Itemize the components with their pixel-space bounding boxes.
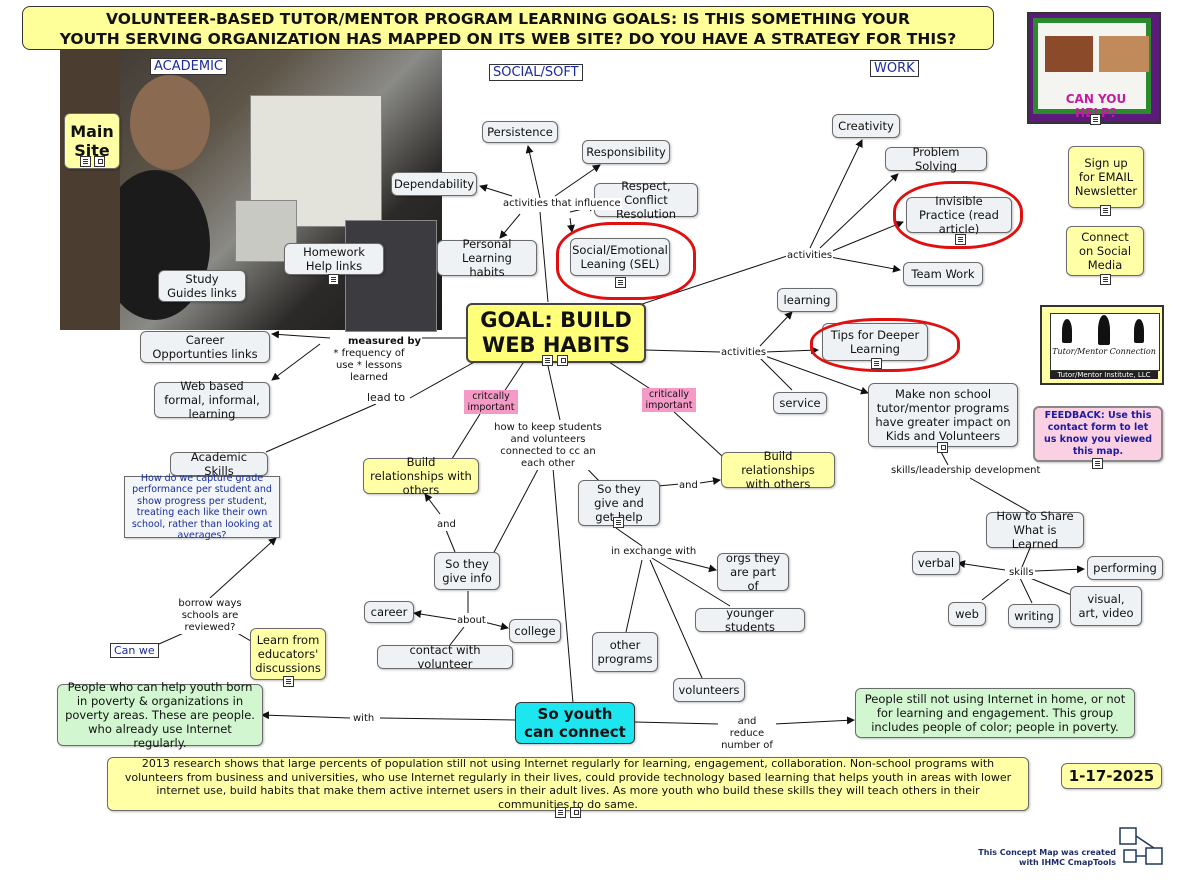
creativity-node[interactable]: Creativity bbox=[832, 114, 900, 138]
title-line-1: VOLUNTEER-BASED TUTOR/MENTOR PROGRAM LEA… bbox=[106, 10, 910, 28]
web-node[interactable]: web bbox=[948, 602, 986, 626]
academic-skills-node[interactable]: Academic Skills bbox=[170, 450, 268, 478]
document-icon[interactable] bbox=[328, 274, 339, 285]
section-social-soft: SOCIAL/SOFT bbox=[489, 64, 583, 81]
link-label-activities-learning: activities bbox=[720, 347, 768, 359]
link-label-borrow-ways: borrow ways schools are reviewed? bbox=[176, 598, 244, 634]
link-label-lead-to: lead to bbox=[366, 391, 407, 404]
document-icon[interactable] bbox=[542, 355, 553, 366]
so-youth-can-connect-node[interactable]: So youth can connect bbox=[515, 702, 635, 744]
performing-node[interactable]: performing bbox=[1087, 556, 1163, 580]
college-node[interactable]: college bbox=[509, 619, 561, 643]
younger-students-node[interactable]: younger students bbox=[695, 606, 805, 634]
red-highlight-sel bbox=[556, 222, 696, 300]
document-icon[interactable] bbox=[283, 676, 294, 687]
tutor-mentor-logo[interactable]: Tutor/Mentor Connection Tutor/Mentor Ins… bbox=[1040, 305, 1164, 385]
grade-performance-question: How do we capture grade performance per … bbox=[124, 473, 280, 541]
link-label-activities-influence: activities that influence bbox=[502, 198, 622, 210]
document-icon[interactable] bbox=[1092, 458, 1103, 469]
feedback-node[interactable]: FEEDBACK: Use this contact form to let u… bbox=[1033, 406, 1163, 462]
writing-node[interactable]: writing bbox=[1008, 604, 1060, 628]
document-icon[interactable] bbox=[615, 277, 626, 288]
date-badge: 1-17-2025 bbox=[1061, 763, 1162, 789]
main-site-node[interactable]: Main Site bbox=[64, 113, 120, 169]
make-non-school-node[interactable]: Make non school tutor/mentor programs ha… bbox=[868, 383, 1018, 447]
study-guides-node[interactable]: Study Guides links bbox=[158, 270, 246, 302]
link-label-skills-leadership: skills/leadership development bbox=[890, 465, 1042, 477]
link-label-and-reduce: and reduce number of bbox=[718, 716, 776, 752]
build-relationships-right-node[interactable]: Build relationships with others bbox=[721, 449, 835, 491]
link-label-and: and bbox=[678, 480, 699, 492]
concept-map-icon[interactable] bbox=[937, 442, 948, 453]
volunteers-node[interactable]: volunteers bbox=[673, 678, 745, 702]
visual-art-video-node[interactable]: visual, art, video bbox=[1070, 586, 1142, 626]
cmaptools-credit: This Concept Map was created with IHMC C… bbox=[978, 848, 1116, 867]
title-line-2: YOUTH SERVING ORGANIZATION HAS MAPPED ON… bbox=[59, 30, 957, 48]
learn-from-educators-node[interactable]: Learn from educators' discussions bbox=[250, 628, 326, 680]
document-icon[interactable] bbox=[1100, 274, 1111, 285]
personal-learning-habits-node[interactable]: Personal Learning habits bbox=[437, 237, 537, 279]
critically-important-right: critically important bbox=[642, 388, 696, 412]
map-title: VOLUNTEER-BASED TUTOR/MENTOR PROGRAM LEA… bbox=[22, 6, 994, 50]
link-label-measured-by: measured by bbox=[347, 336, 423, 348]
can-we-node[interactable]: Can we bbox=[110, 643, 159, 658]
goal-build-web-habits[interactable]: GOAL: BUILD WEB HABITS bbox=[466, 303, 646, 363]
link-label-with: with bbox=[352, 713, 376, 725]
document-icon[interactable] bbox=[555, 807, 566, 818]
service-node[interactable]: service bbox=[773, 392, 827, 414]
poster-headline: CAN YOU HELP? bbox=[1065, 92, 1127, 120]
contact-with-volunteer-node[interactable]: contact with volunteer bbox=[377, 643, 513, 671]
connect-social-media-node[interactable]: Connect on Social Media bbox=[1066, 226, 1144, 276]
respect-conflict-node[interactable]: Respect, Conflict Resolution bbox=[594, 179, 698, 221]
responsibility-node[interactable]: Responsibility bbox=[582, 140, 670, 164]
link-label-and: and bbox=[436, 519, 457, 531]
so-they-give-info-node[interactable]: So they give info bbox=[434, 552, 500, 590]
learning-node[interactable]: learning bbox=[777, 288, 837, 312]
red-highlight-invisible bbox=[893, 181, 1023, 249]
other-programs-node[interactable]: other programs bbox=[592, 632, 658, 672]
critically-important-left: critcally important bbox=[464, 390, 518, 414]
research-note: 2013 research shows that large percents … bbox=[107, 757, 1029, 811]
team-work-node[interactable]: Team Work bbox=[903, 262, 983, 286]
link-label-how-keep-connected: how to keep students and volunteers conn… bbox=[488, 422, 608, 470]
section-academic: ACADEMIC bbox=[150, 58, 227, 75]
people-who-can-help-node[interactable]: People who can help youth born in povert… bbox=[57, 680, 263, 750]
tmc-logo-text: Tutor/Mentor Connection bbox=[1052, 347, 1156, 356]
persistence-node[interactable]: Persistence bbox=[482, 121, 558, 143]
web-based-learning-node[interactable]: Web based formal, informal, learning bbox=[154, 379, 270, 421]
build-relationships-left-node[interactable]: Build relationships with others bbox=[363, 455, 479, 497]
concept-map-icon[interactable] bbox=[94, 156, 105, 167]
red-highlight-tips bbox=[810, 318, 960, 372]
document-icon[interactable] bbox=[613, 517, 624, 528]
homework-help-node[interactable]: Homework Help links bbox=[284, 243, 384, 275]
tmi-logo-text: Tutor/Mentor Institute, LLC bbox=[1050, 371, 1158, 379]
concept-map-icon[interactable] bbox=[570, 807, 581, 818]
link-label-activities-work: activities bbox=[786, 250, 834, 262]
people-still-not-using-node[interactable]: People still not using Internet in home,… bbox=[855, 688, 1135, 738]
poster-frame[interactable]: CAN YOU HELP? bbox=[1027, 12, 1161, 124]
dependability-node[interactable]: Dependability bbox=[391, 172, 477, 196]
how-to-share-node[interactable]: How to Share What is Learned bbox=[986, 509, 1084, 551]
signup-newsletter-node[interactable]: Sign up for EMAIL Newsletter bbox=[1068, 146, 1144, 208]
section-work: WORK bbox=[870, 60, 919, 77]
document-icon[interactable] bbox=[1100, 205, 1111, 216]
link-label-skills: skills bbox=[1008, 567, 1035, 579]
document-icon[interactable] bbox=[80, 156, 91, 167]
orgs-part-of-node[interactable]: orgs they are part of bbox=[717, 551, 789, 593]
document-icon[interactable] bbox=[1090, 114, 1101, 125]
students-at-computers-photo bbox=[60, 50, 442, 332]
concept-map-icon[interactable] bbox=[557, 355, 568, 366]
cmaptools-logo-icon bbox=[1119, 827, 1163, 865]
problem-solving-node[interactable]: Problem Solving bbox=[885, 145, 987, 173]
link-label-about: about bbox=[456, 615, 487, 627]
career-opportunities-node[interactable]: Career Opportunties links bbox=[140, 331, 270, 363]
link-label-in-exchange: in exchange with bbox=[610, 546, 698, 558]
verbal-node[interactable]: verbal bbox=[912, 551, 960, 575]
career-node[interactable]: career bbox=[364, 601, 414, 623]
link-label-measured-items: * frequency of use * lessons learned bbox=[322, 348, 416, 384]
